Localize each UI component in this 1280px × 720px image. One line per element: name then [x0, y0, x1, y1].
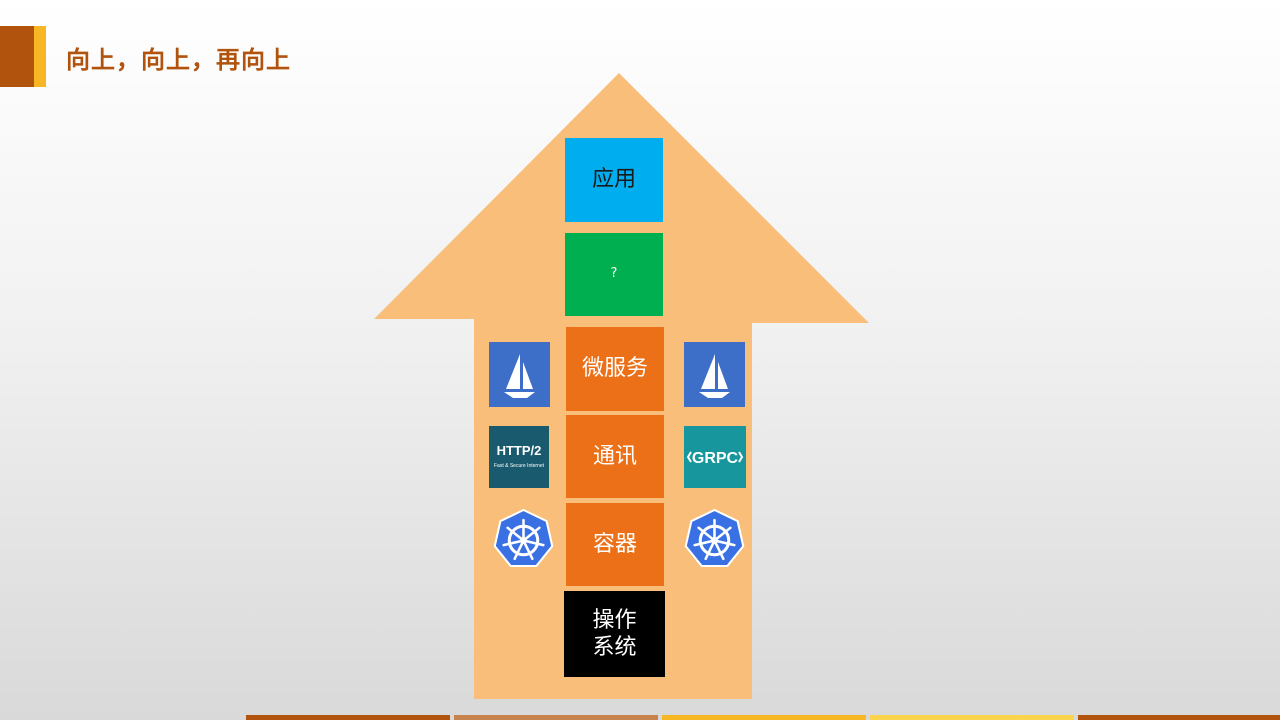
http2-subtitle: Fast & Secure Internet	[494, 463, 545, 469]
footer-segment	[454, 715, 658, 720]
footer-segment	[246, 715, 450, 720]
container-block: 容器	[566, 503, 664, 586]
title-accent-bar	[0, 26, 34, 87]
istio-icon	[684, 342, 745, 407]
unknown-layer-block: ?	[565, 233, 663, 316]
application-block: 应用	[565, 138, 663, 222]
grpc-icon: GRPC	[684, 426, 746, 488]
microservices-label: 微服务	[581, 356, 648, 382]
microservices-block: 微服务	[566, 327, 664, 411]
istio-icon	[489, 342, 550, 407]
page-title: 向上，向上，再向上	[66, 46, 291, 74]
footer-segment	[870, 715, 1074, 720]
kubernetes-icon	[493, 509, 554, 570]
container-label: 容器	[592, 531, 637, 557]
communication-block: 通讯	[566, 415, 664, 498]
kubernetes-icon	[684, 509, 745, 570]
footer-segment	[1078, 715, 1280, 720]
application-label: 应用	[591, 167, 636, 193]
communication-label: 通讯	[592, 443, 637, 469]
title-accent-stripe	[34, 26, 46, 87]
http2-icon: HTTP/2 Fast & Secure Internet	[489, 426, 549, 488]
os-label-line1: 操作	[592, 607, 637, 633]
footer-segment	[662, 715, 866, 720]
grpc-label: GRPC	[692, 450, 739, 467]
http2-title: HTTP/2	[497, 443, 542, 458]
unknown-layer-label: ?	[610, 266, 618, 282]
os-label-line2: 系统	[592, 635, 637, 660]
operating-system-block: 操作 系统	[564, 591, 665, 677]
